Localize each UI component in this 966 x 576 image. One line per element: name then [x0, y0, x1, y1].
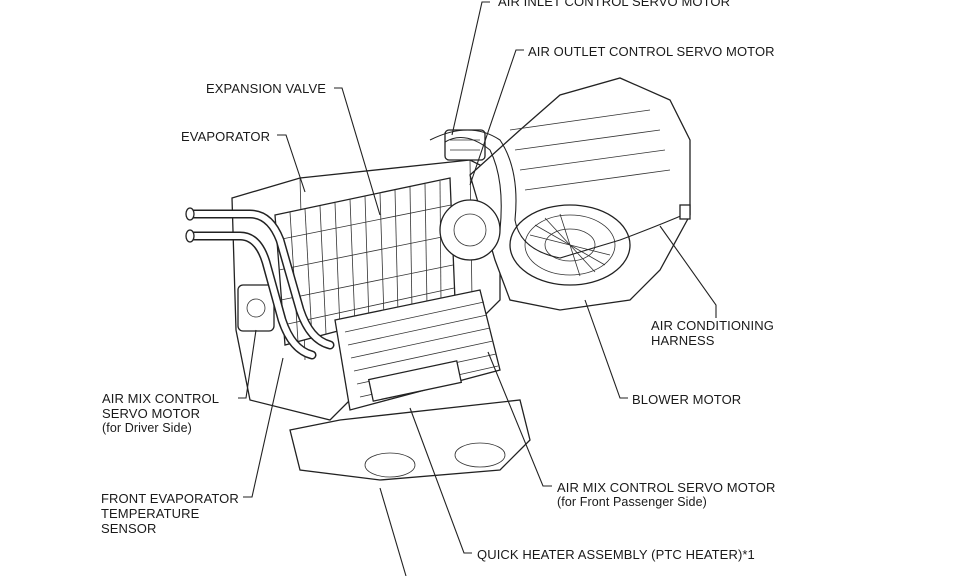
refrigerant-pipes — [185, 207, 335, 360]
label-air-inlet-servo-motor: AIR INLET CONTROL SERVO MOTOR — [498, 0, 731, 9]
leader-lines — [238, 1, 717, 576]
label-line: AIR CONDITIONING — [651, 318, 774, 333]
label-air-mix-passenger-servo: AIR MIX CONTROL SERVO MOTOR (for Front P… — [557, 480, 775, 510]
label-line: SERVO MOTOR — [102, 406, 201, 421]
ptc-heater-core — [334, 289, 501, 411]
label-line: HARNESS — [651, 333, 715, 348]
lower-duct — [289, 399, 531, 481]
evaporator-core — [274, 177, 456, 346]
label-line: SENSOR — [101, 521, 157, 536]
air-mix-driver-servo — [237, 284, 275, 332]
label-line: (for Front Passenger Side) — [557, 495, 707, 509]
label-air-conditioning-harness: AIR CONDITIONING HARNESS — [651, 318, 774, 348]
label-front-evaporator-temperature-sensor: FRONT EVAPORATOR TEMPERATURE SENSOR — [101, 491, 239, 536]
label-air-outlet-servo-motor: AIR OUTLET CONTROL SERVO MOTOR — [528, 44, 775, 59]
wire-harness — [429, 129, 691, 259]
blower-case — [439, 77, 691, 311]
label-line: FRONT EVAPORATOR — [101, 491, 239, 506]
label-line: TEMPERATURE — [101, 506, 200, 521]
label-air-mix-driver-servo: AIR MIX CONTROL SERVO MOTOR (for Driver … — [102, 391, 219, 436]
label-quick-heater-assembly: QUICK HEATER ASSEMBLY (PTC HEATER)*1 — [477, 547, 755, 562]
label-expansion-valve: EXPANSION VALVE — [206, 81, 326, 96]
label-evaporator: EVAPORATOR — [181, 129, 271, 144]
label-line: (for Driver Side) — [102, 421, 192, 435]
air-inlet-servo-motor — [444, 129, 486, 161]
label-blower-motor: BLOWER MOTOR — [632, 392, 742, 407]
label-line: AIR MIX CONTROL — [102, 391, 220, 406]
label-line: AIR MIX CONTROL SERVO MOTOR — [557, 480, 776, 495]
